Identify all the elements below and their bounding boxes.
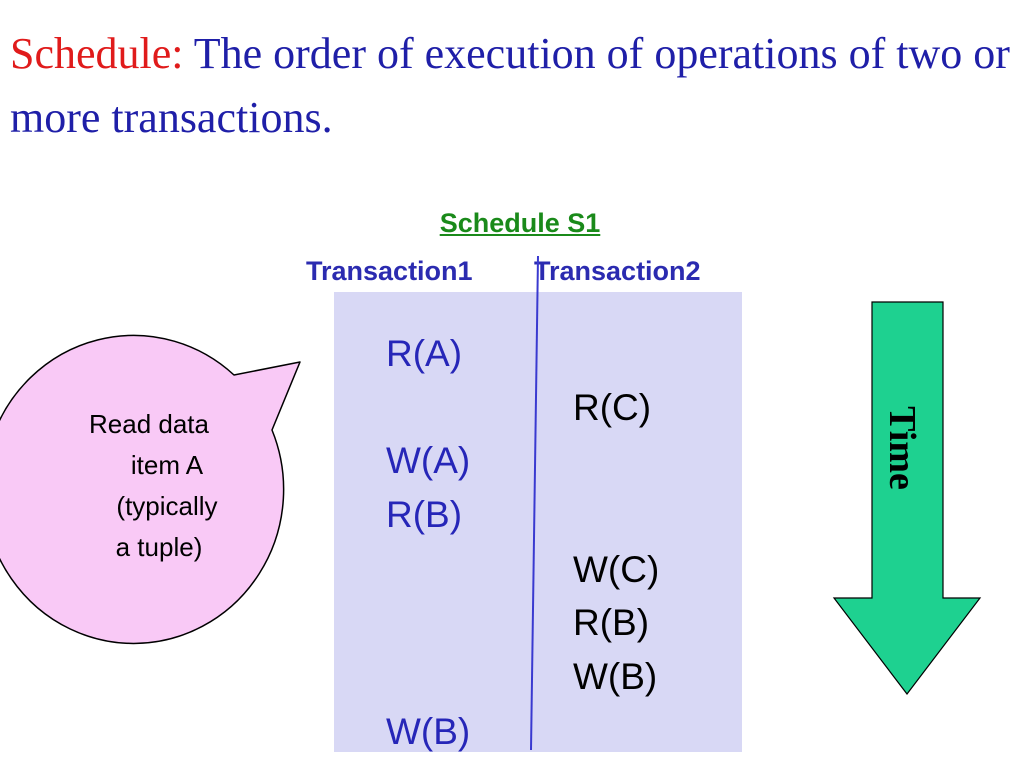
callout-line: (typically — [116, 491, 218, 521]
callout-line: a tuple) — [115, 532, 203, 562]
callout-line: item A — [130, 450, 204, 480]
callout-line: Read data — [89, 409, 209, 439]
slide-title: Schedule: The order of execution of oper… — [10, 22, 1010, 150]
transaction2-header: Transaction2 — [534, 256, 701, 286]
schedule-name: Schedule S1 — [439, 208, 601, 238]
title-definition: The order of execution of operations of … — [10, 29, 1010, 142]
op-t1-read-b: R(B) — [386, 494, 463, 535]
op-t2-write-c: W(C) — [573, 549, 660, 590]
time-label: Time — [881, 406, 923, 490]
op-t1-write-a: W(A) — [386, 440, 471, 481]
op-t2-read-b: R(B) — [573, 602, 650, 643]
op-t2-read-c: R(C) — [573, 387, 652, 428]
op-t2-write-b: W(B) — [573, 656, 658, 697]
op-t1-write-b: W(B) — [386, 711, 471, 752]
title-keyword: Schedule: — [10, 29, 184, 78]
callout-text: Read data item A (typically a tuple) — [40, 404, 270, 568]
schedule-panel — [334, 292, 742, 752]
op-t1-read-a: R(A) — [386, 333, 463, 374]
transaction1-header: Transaction1 — [306, 256, 473, 286]
